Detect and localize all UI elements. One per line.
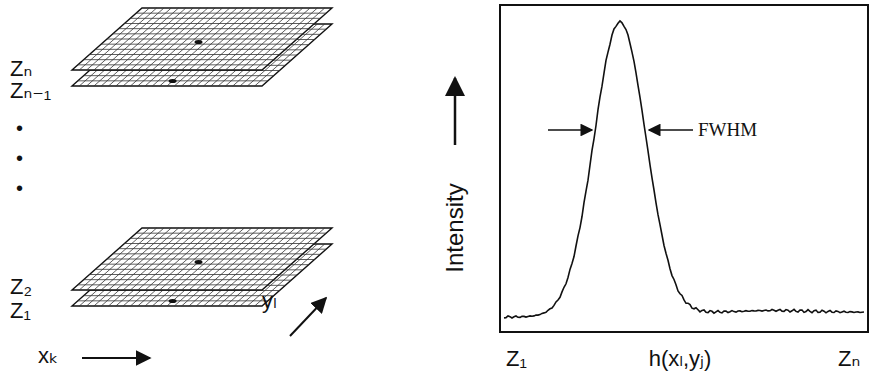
- slice-label: Z₁: [10, 300, 31, 322]
- slice-grid: [72, 8, 332, 70]
- axis-label: yₗ: [262, 290, 277, 312]
- pixel-marker: [195, 40, 203, 44]
- intensity-arrow: [454, 78, 457, 145]
- fwhm-label: FWHM: [698, 120, 757, 139]
- slice-label: Zₙ₋₁: [10, 80, 51, 102]
- ellipsis-dot: •: [16, 178, 23, 198]
- slice-grid: [72, 228, 332, 290]
- slice-outline: [72, 8, 332, 70]
- axis-label: Z₁: [506, 348, 527, 370]
- pixel-marker: [195, 260, 203, 264]
- image-slices: [72, 8, 332, 306]
- axis-label: h(xₗ,yⱼ): [649, 348, 712, 370]
- plot-frame: [500, 5, 868, 332]
- slice-label: Z₂: [10, 276, 32, 298]
- y-axis-arrow: [290, 298, 326, 336]
- axis-label: Zₙ: [838, 348, 860, 370]
- x-axis-arrow: [82, 357, 150, 359]
- axis-title: Intensity: [443, 183, 467, 272]
- pixel-marker: [169, 79, 177, 83]
- axis-label: xₖ: [38, 345, 58, 367]
- intensity-curve: [504, 21, 864, 318]
- ellipsis-dot: •: [16, 118, 23, 138]
- ellipsis-dot: •: [16, 148, 23, 168]
- grid-lines: [78, 8, 326, 70]
- fwhm-arrow-right: [649, 129, 693, 131]
- grid-lines: [78, 228, 326, 290]
- slice-outline: [72, 228, 332, 290]
- fwhm-arrow-left: [548, 129, 592, 131]
- pixel-marker: [169, 299, 177, 303]
- slice-label: Zₙ: [10, 58, 32, 80]
